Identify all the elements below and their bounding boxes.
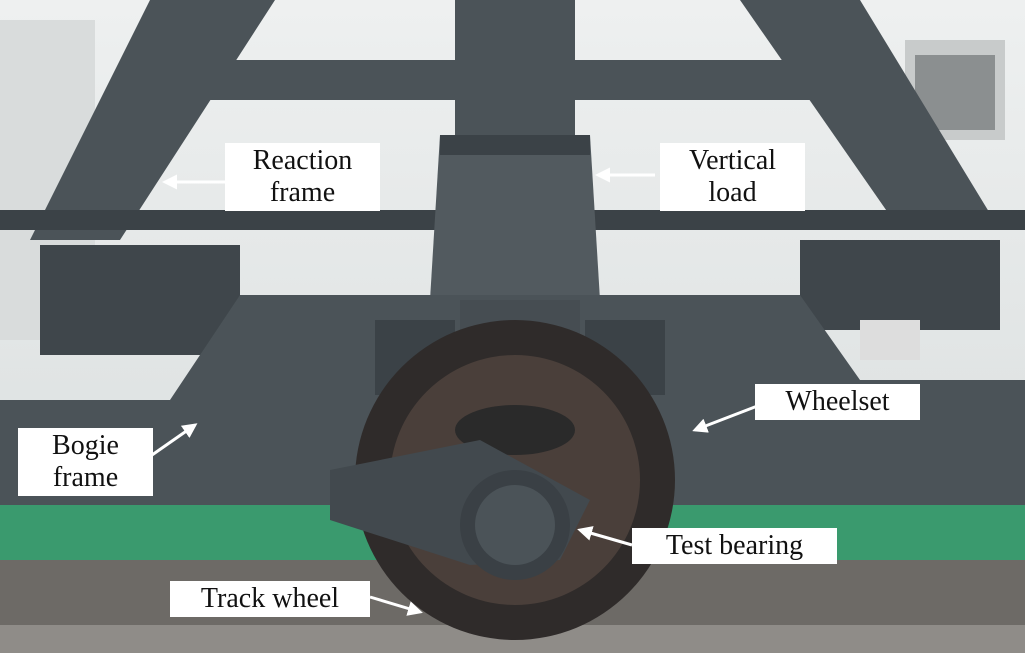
vertical-load-label: Vertical load [660, 143, 805, 211]
track-wheel-label: Track wheel [170, 581, 370, 617]
test-bearing-label-text: Test bearing [665, 530, 804, 561]
reaction-frame-label-line2: frame [269, 177, 336, 208]
test-bearing-label: Test bearing [632, 528, 837, 564]
reaction-frame-label-line1: Reaction [252, 145, 353, 176]
wheelset-label-text: Wheelset [785, 386, 890, 417]
bogie-frame-label-line2: frame [52, 462, 119, 493]
test-bearing-arrow [577, 526, 633, 547]
right-actuator [800, 240, 1000, 330]
reaction-frame-label: Reaction frame [225, 143, 380, 211]
reaction-frame [0, 0, 1025, 240]
wheelset-arrow [692, 403, 761, 433]
track-wheel-label-text: Track wheel [200, 583, 340, 614]
bogie-frame-arrow [151, 423, 198, 457]
vertical-load-column [430, 135, 600, 300]
bogie-frame-label: Bogie frame [18, 428, 153, 496]
left-actuator [40, 245, 240, 355]
bogie-frame-label-line1: Bogie [52, 430, 119, 461]
test-bearing [330, 440, 590, 580]
vertical-load-label-line2: load [708, 177, 757, 208]
wheelset-label: Wheelset [755, 384, 920, 420]
vertical-load-label-line1: Vertical [688, 145, 777, 176]
track-wheel-arrow [369, 595, 423, 616]
